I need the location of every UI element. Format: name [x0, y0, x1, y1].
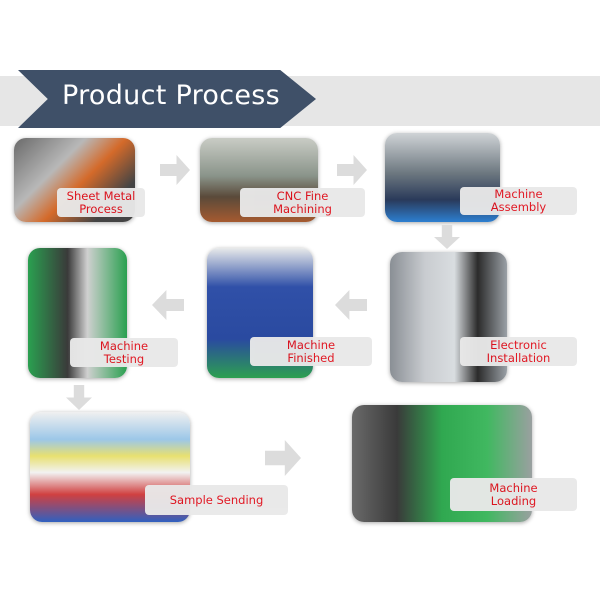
label-line: Testing: [103, 351, 145, 366]
arrow-right-icon: [265, 440, 301, 476]
arrow-left-icon: [335, 290, 367, 320]
label-line: Assembly: [490, 200, 547, 214]
arrow-down-icon: [434, 225, 460, 249]
label-line: Loading: [490, 493, 537, 508]
page-title: Product Process: [62, 80, 281, 111]
label-line: Electronic: [490, 337, 547, 352]
label-line: Machine: [494, 187, 543, 201]
label-line: Machining: [273, 201, 332, 216]
label-line: Sample Sending: [169, 492, 264, 507]
arrow-left-icon: [152, 290, 184, 320]
label-line: Sheet Metal: [66, 188, 136, 203]
arrow-right-icon: [337, 155, 367, 185]
title-banner: [18, 70, 316, 128]
label-line: Installation: [486, 350, 551, 365]
label-line: Finished: [287, 350, 335, 365]
step-label-sample: Sample Sending: [145, 485, 288, 515]
label-line: Machine: [99, 338, 149, 353]
label-line: Machine: [286, 337, 336, 352]
label-line: Process: [79, 201, 123, 216]
label-line: Machine: [489, 480, 538, 495]
arrow-down-icon: [66, 385, 92, 410]
arrow-right-icon: [160, 155, 190, 185]
label-line: CNC Fine: [276, 188, 329, 203]
